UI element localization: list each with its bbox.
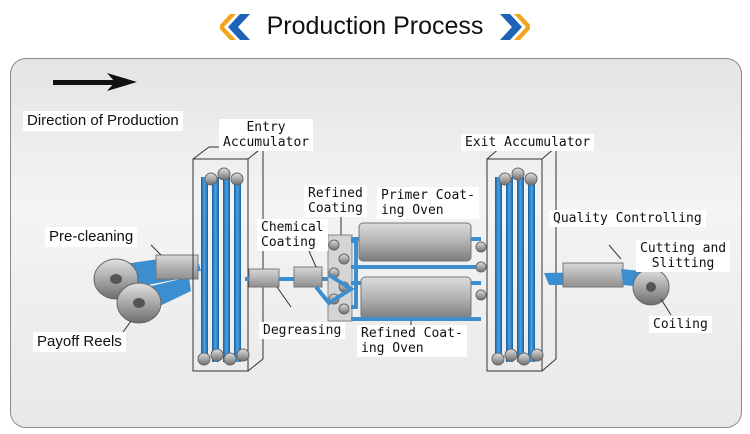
refined-coating-oven [351, 261, 487, 321]
label-coiling: Coiling [649, 316, 712, 333]
label-refined-coating-oven: Refined Coat- ing Oven [357, 325, 467, 357]
label-payoff-reels: Payoff Reels [33, 332, 126, 352]
label-degreasing: Degreasing [259, 322, 346, 339]
pre-cleaning-unit [155, 254, 199, 280]
direction-arrow-icon [53, 73, 137, 91]
label-chemical-coating: Chemical Coating [257, 219, 328, 251]
label-pre-cleaning: Pre-cleaning [45, 227, 138, 247]
direction-label: Direction of Production [23, 111, 183, 131]
label-quality-controlling: Quality Controlling [549, 210, 706, 227]
leader-pre-cleaning [150, 244, 162, 256]
label-entry-accumulator: Entry Accumulator [219, 119, 314, 151]
label-exit-accumulator: Exit Accumulator [461, 134, 595, 151]
exit-accumulator-tower [486, 146, 557, 372]
process-diagram [53, 73, 672, 372]
degreasing-unit [245, 250, 329, 308]
label-cutting-and-slitting: Cutting and Slitting [636, 240, 731, 272]
header: Production Process [0, 0, 750, 56]
entry-accumulator-tower [192, 146, 264, 372]
label-refined-coating: Refined Coating [304, 185, 367, 217]
process-panel: Direction of Production Entry Accumulato… [10, 58, 742, 428]
primer-coating-oven [351, 222, 487, 269]
chevron-right-icon [500, 14, 531, 41]
label-primer-coating-oven: Primer Coat- ing Oven [377, 187, 479, 219]
chevron-left-icon [219, 14, 250, 41]
title-text: Production Process [266, 12, 484, 40]
page-title: Production Process [0, 12, 750, 42]
